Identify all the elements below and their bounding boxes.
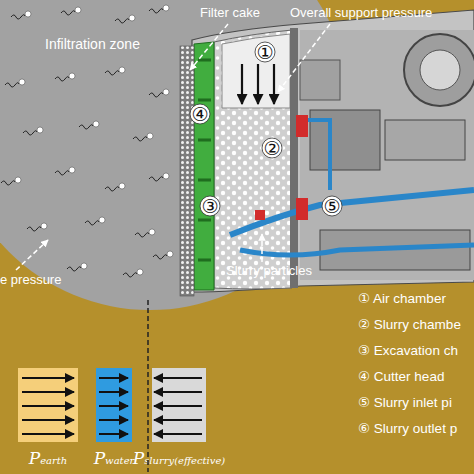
callout-number: ④ [190,102,210,126]
water-pressure-bar: Pwater [96,368,132,442]
node-label: Pslurry(effective) [119,448,239,468]
earth-pressure-arrows [22,378,74,434]
shield-body [192,10,474,292]
legend-entry: ① Air chamber [358,290,446,306]
slurry-inlet-pipe [230,190,474,235]
erector-ring [404,34,474,106]
valve [296,198,308,220]
machine-unit [320,230,470,270]
erector-hub [420,50,460,90]
callout-label: Filter cake [200,5,260,20]
leader-lines [16,24,330,270]
slurry-chamber [214,30,292,289]
water-pressure-arrows [99,378,128,434]
callout-circles [190,42,342,216]
callout-number: ③ [200,194,220,218]
air-chamber [222,34,290,108]
pressure-arrows [242,64,274,104]
machine-unit [310,110,380,170]
callout-number: ② [262,136,282,160]
callout-label: Overall support pressure [290,5,432,20]
legend-entry: ④ Cutter head [358,368,444,384]
callout-number: ① [255,40,275,64]
machine-unit [385,120,465,160]
cutter-head [194,42,214,290]
bulkhead [290,28,298,288]
soil-particles [1,5,173,277]
slurry-pressure-bar: Pslurry(effective) [152,368,206,442]
pipe [300,120,330,190]
valve [296,115,308,137]
interface-line [147,300,149,472]
filter-cake [180,46,194,296]
callout-label: Slurry particles [226,263,312,278]
machine-unit [300,60,340,100]
node-label: Pearth [8,448,88,468]
node-label: Infiltration zone [45,36,140,52]
legend-entry: ③ Excavation ch [358,342,458,358]
cutter-tools [198,60,211,260]
slurry-pressure-arrows [154,378,202,434]
machine-interior [300,30,474,280]
valve [255,210,265,220]
legend-entry: ⑤ Slurry inlet pi [358,394,452,410]
callout-number: ⑤ [322,194,342,218]
legend-entry: ② Slurry chambe [358,316,461,332]
legend-entry: ⑥ Slurry outlet p [358,420,457,436]
earth-pressure-bar: Pearth [18,368,78,442]
slurry-outlet-pipe [240,245,474,255]
callout-label: e pressure [0,272,61,287]
